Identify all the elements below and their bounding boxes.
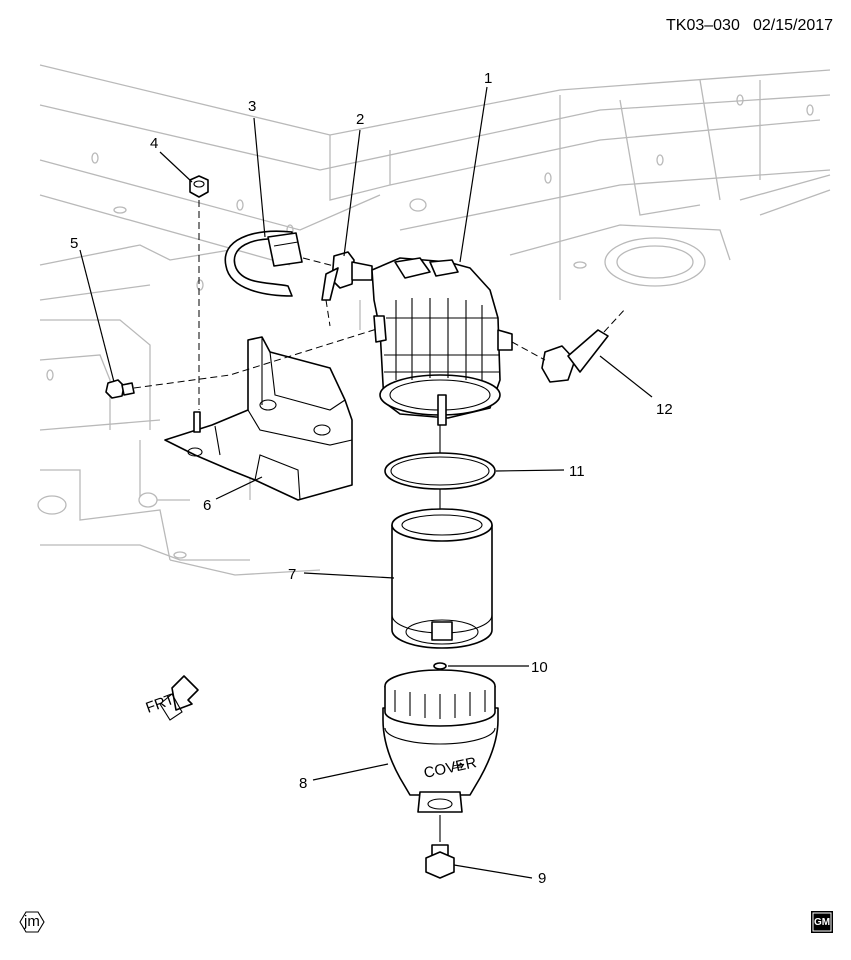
jm-badge-icon: jm (19, 911, 45, 933)
callout-11: 11 (569, 463, 585, 480)
front-arrow-icon: FRT (144, 675, 199, 721)
connector-axis (302, 257, 335, 267)
fuel-line-connector-right (541, 329, 609, 383)
callout-9: 9 (538, 870, 546, 887)
jm-logo-text: jm (23, 913, 40, 930)
leader-lines (79, 86, 653, 879)
right-connector-axis (511, 341, 546, 361)
mounting-bracket (164, 336, 353, 501)
filter-cap: COVER ⇒ (382, 669, 499, 813)
nut (189, 175, 209, 198)
callout-5: 5 (70, 235, 78, 252)
fuel-filter-housing (371, 257, 513, 426)
gm-logo-text: GM (814, 917, 830, 928)
callout-8: 8 (299, 775, 307, 792)
gm-logo-icon: GM (811, 911, 833, 933)
callout-4: 4 (150, 135, 158, 152)
callouts: 1 2 3 4 5 6 7 8 9 10 11 12 (70, 70, 673, 887)
front-label: FRT (144, 691, 177, 717)
fuel-line-connector (321, 251, 373, 301)
diagram-code: TK03–030 (666, 17, 740, 34)
small-seal (433, 662, 447, 670)
cap-arrow-text: ⇒ (450, 757, 466, 776)
callout-1: 1 (484, 70, 492, 87)
fuel-filter-element (391, 508, 493, 649)
bolt-axis (133, 327, 381, 389)
callout-2: 2 (356, 111, 364, 128)
bolt (105, 379, 135, 399)
callout-12: 12 (656, 401, 673, 418)
callout-10: 10 (531, 659, 548, 676)
hose-axis (325, 299, 331, 327)
background-frame (37, 64, 831, 576)
callout-7: 7 (288, 566, 296, 583)
callout-3: 3 (248, 98, 256, 115)
seal-ring (384, 452, 496, 490)
fuel-hose (224, 230, 303, 297)
diagram-date: 02/15/2017 (753, 17, 833, 34)
callout-6: 6 (203, 497, 211, 514)
right-line-axis (603, 307, 627, 333)
drain-plug (425, 844, 455, 879)
